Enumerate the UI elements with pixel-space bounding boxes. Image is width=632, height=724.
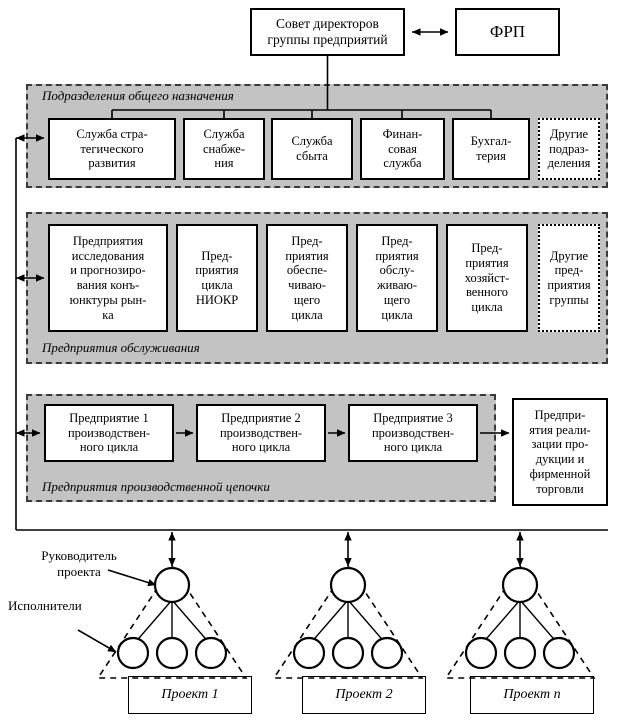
project-n-box: Проект n: [470, 676, 594, 714]
performers-annotation: Исполнители: [8, 598, 82, 613]
project-1-triangle-group: [96, 564, 248, 679]
accounting-box: Бухгал-терия: [452, 118, 530, 180]
project-n-manager-node: [501, 566, 539, 604]
project-1-box: Проект 1: [128, 676, 252, 714]
section-general-divisions-label: Подразделения общего назначения: [42, 88, 234, 103]
project-n-triangle: [444, 564, 596, 679]
project-1-manager-node: [153, 566, 191, 604]
section-production-chain-label: Предприятия производственной цепочки: [42, 479, 270, 494]
project-1-triangle: [96, 564, 248, 679]
project-1-performer-node: [116, 636, 150, 670]
project-1-performer-node: [194, 636, 228, 670]
board-of-directors-box: Совет директоров группы предприятий: [250, 8, 405, 56]
project-n-performer-node: [542, 636, 576, 670]
project-n-performer-node: [503, 636, 537, 670]
project-n-triangle-group: [444, 564, 596, 679]
frp-box: ФРП: [455, 8, 560, 56]
project-2-box: Проект 2: [302, 676, 426, 714]
section-service-enterprises-label: Предприятия обслуживания: [42, 340, 200, 355]
performers-pointer-arrow: [77, 629, 117, 653]
project-n-performer-node: [464, 636, 498, 670]
project-2-performer-node: [370, 636, 404, 670]
project-2-manager-node: [329, 566, 367, 604]
project-2-triangle: [272, 564, 424, 679]
project-2-triangle-group: [272, 564, 424, 679]
project-1-performer-node: [155, 636, 189, 670]
project-2-performer-node: [292, 636, 326, 670]
project-2-performer-node: [331, 636, 365, 670]
